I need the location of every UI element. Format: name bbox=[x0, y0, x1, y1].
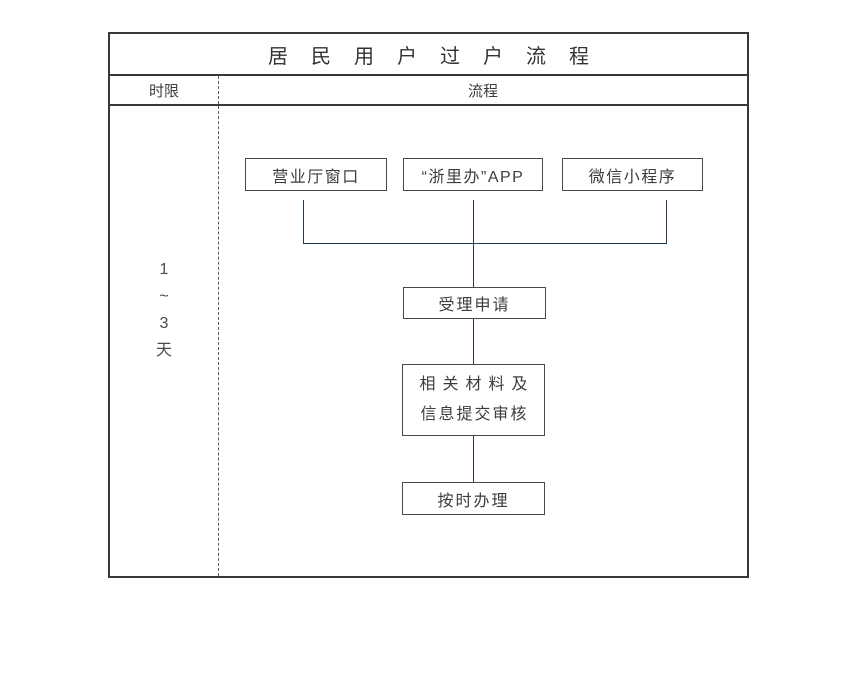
flow-node-wechat-miniprogram: 微信小程序 bbox=[562, 158, 703, 191]
connector-right-stub-line bbox=[665, 200, 667, 243]
flow-node-hall-window: 营业厅窗口 bbox=[245, 158, 387, 191]
connector-review-to-process-line bbox=[472, 436, 474, 482]
time-limit-char: 1 bbox=[159, 261, 169, 278]
time-limit-char: 天 bbox=[155, 342, 172, 359]
flow-node-materials-review: 相关材料及 信息提交审核 bbox=[402, 364, 545, 436]
materials-review-line1: 相关材料及 bbox=[419, 376, 535, 393]
table-title-row: 居民用户过户流程 bbox=[110, 34, 747, 76]
flow-node-timely-processing: 按时办理 bbox=[402, 482, 545, 515]
page-title: 居民用户过户流程 bbox=[268, 45, 612, 68]
table-header-row: 时限 流程 bbox=[110, 76, 747, 106]
connector-merge-horizontal-line bbox=[302, 242, 667, 244]
flow-node-zheliban-app: “浙里办”APP bbox=[403, 158, 543, 191]
table-body-row: 1 ~ 3 天 bbox=[110, 106, 747, 576]
flow-node-accept-application: 受理申请 bbox=[403, 287, 546, 319]
connector-accept-to-review-line bbox=[472, 319, 474, 364]
materials-review-line2: 信息提交审核 bbox=[420, 406, 529, 423]
column-header-time-limit: 时限 bbox=[110, 76, 219, 104]
time-limit-value: 1 ~ 3 天 bbox=[110, 106, 219, 576]
time-limit-char: ~ bbox=[159, 288, 169, 305]
column-header-process: 流程 bbox=[467, 82, 498, 100]
connector-left-stub-line bbox=[302, 200, 304, 243]
time-limit-char: 3 bbox=[159, 315, 169, 332]
